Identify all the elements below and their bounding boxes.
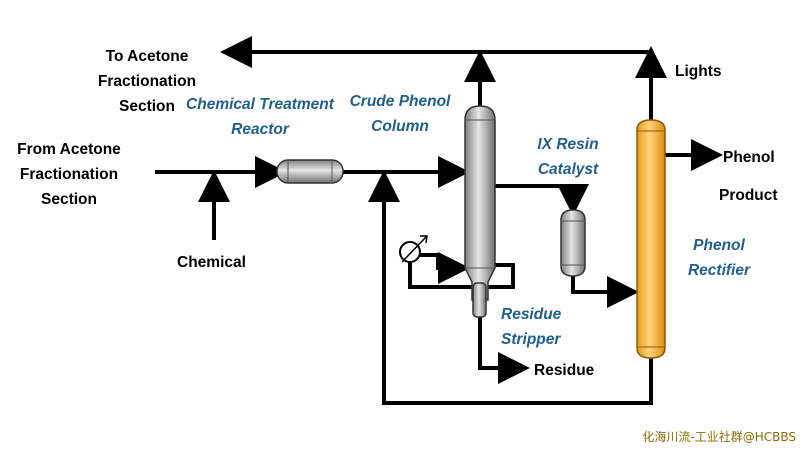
ix-outlet-line xyxy=(571,275,639,308)
residue-stripper-label: Residue Stripper xyxy=(501,306,562,348)
side-draw-line xyxy=(495,184,589,216)
chemical-treatment-reactor-label: Chemical Treatment Reactor xyxy=(186,96,334,138)
residue-line xyxy=(478,316,530,384)
crude-phenol-column-label: Crude Phenol Column xyxy=(349,93,451,135)
residue-stripper-vessel xyxy=(472,282,487,318)
to-acetone-label: To Acetone Fractionation Section xyxy=(97,48,197,115)
lights-label: Lights xyxy=(675,63,722,80)
pump-icon xyxy=(399,235,428,263)
chemical-label: Chemical xyxy=(177,254,246,271)
watermark: 化海川流-工业社群@HCBBS xyxy=(642,430,796,444)
chemical-treatment-reactor-vessel xyxy=(276,159,344,184)
residue-label: Residue xyxy=(534,362,595,379)
ix-resin-catalyst-vessel xyxy=(560,209,586,277)
phenol-rectifier-vessel xyxy=(636,119,666,359)
recycle-line xyxy=(368,170,653,405)
reboiler-loop xyxy=(408,255,515,289)
reboiler-return xyxy=(420,252,470,284)
crude-phenol-column-vessel xyxy=(464,105,496,301)
phenol-rectifier-label: Phenol Rectifier xyxy=(687,237,751,279)
phenol-product-label: Phenol Product xyxy=(719,149,778,204)
from-acetone-label: From Acetone Fractionation Section xyxy=(17,141,121,208)
ix-resin-catalyst-label: IX Resin Catalyst xyxy=(537,136,599,178)
